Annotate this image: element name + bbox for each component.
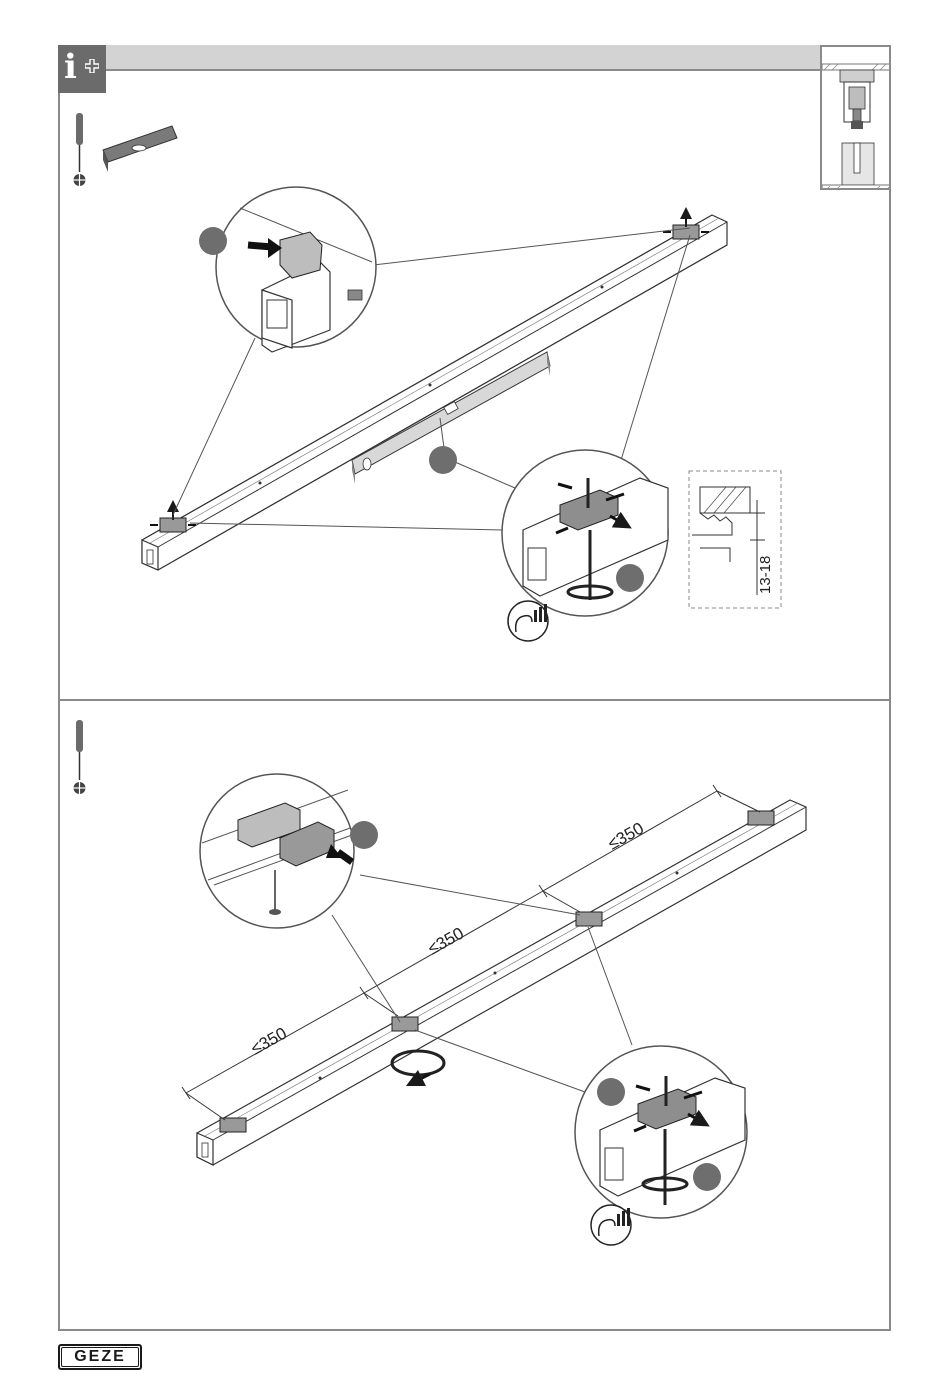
detail-adjust-screw — [502, 450, 668, 616]
mounting-clip-3 — [576, 912, 602, 926]
spacing-label-2: ≤350 — [425, 924, 467, 959]
screwdriver-icon — [72, 113, 87, 187]
callout-dot-4 — [350, 821, 378, 849]
detail-adjust-screw-step2 — [575, 1046, 747, 1218]
callout-dot-2 — [429, 446, 457, 474]
mounting-clip-1 — [220, 1118, 246, 1132]
callout-dot-6 — [693, 1163, 721, 1191]
screwdriver-icon-2 — [72, 720, 87, 795]
detail-clip-insert — [216, 187, 376, 352]
spacing-label-3: ≤350 — [605, 819, 647, 854]
callout-dot-1 — [199, 227, 227, 255]
spirit-level-icon — [103, 126, 177, 172]
hand-force-icon-2 — [591, 1205, 631, 1245]
mounting-clip-4 — [748, 811, 774, 825]
mounting-clip-2 — [392, 1017, 418, 1031]
geze-logo: GEZE — [58, 1344, 142, 1370]
spacing-label-1: ≤350 — [248, 1024, 290, 1059]
hand-force-icon — [508, 601, 548, 641]
callout-dot-3 — [616, 564, 644, 592]
dimension-label-13-18: 13-18 — [757, 556, 774, 594]
callout-dot-5 — [597, 1078, 625, 1106]
detail-clip-step2 — [200, 774, 354, 928]
geze-logo-text: GEZE — [61, 1347, 139, 1367]
